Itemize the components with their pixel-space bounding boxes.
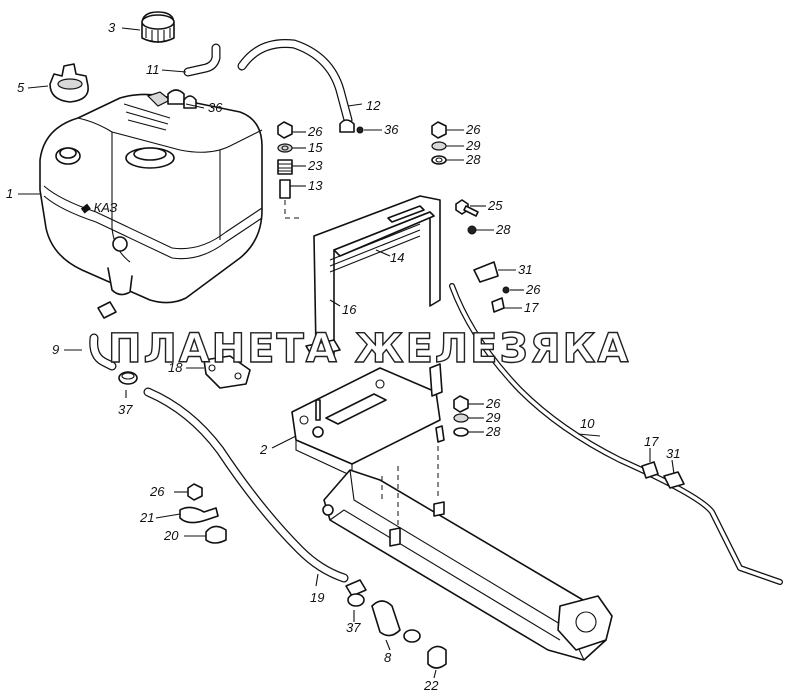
callout-16: 16 bbox=[342, 302, 357, 317]
bolt-25 bbox=[455, 199, 479, 235]
callout-26-plate: 26 bbox=[485, 396, 501, 411]
callout-1: 1 bbox=[6, 186, 13, 201]
fastener-stack-lower bbox=[453, 395, 469, 437]
callout-23: 23 bbox=[307, 158, 323, 173]
clamp-37-upper bbox=[118, 371, 138, 385]
callout-29-right: 29 bbox=[465, 138, 480, 153]
clamp-set-lower-left bbox=[179, 483, 227, 544]
callout-labels: 3 11 5 36 12 26 15 23 13 36 26 29 28 1 2… bbox=[6, 20, 680, 693]
callout-9: 9 bbox=[52, 342, 59, 357]
callout-26-lower: 26 bbox=[149, 484, 165, 499]
callout-28-bolt: 28 bbox=[495, 222, 511, 237]
mounting-plate bbox=[291, 363, 445, 477]
callout-26-clip: 26 bbox=[525, 282, 541, 297]
callout-10: 10 bbox=[580, 416, 595, 431]
callout-14: 14 bbox=[390, 250, 404, 265]
steel-tube-10 bbox=[449, 283, 783, 585]
callout-17-lower: 17 bbox=[644, 434, 659, 449]
callout-28-right: 28 bbox=[465, 152, 481, 167]
callout-25: 25 bbox=[487, 198, 503, 213]
hose-fittings-lower bbox=[345, 579, 447, 669]
filler-cap bbox=[141, 11, 175, 43]
callout-12: 12 bbox=[366, 98, 381, 113]
bracket-18 bbox=[203, 355, 251, 389]
callout-36-right: 36 bbox=[384, 122, 399, 137]
callout-21: 21 bbox=[139, 510, 154, 525]
fastener-stack-left bbox=[277, 121, 300, 219]
callout-19: 19 bbox=[310, 590, 324, 605]
watermark: ПЛАНЕТА ЖЕЛЕЗЯКА bbox=[108, 326, 630, 372]
fastener-stack-right bbox=[431, 121, 447, 165]
callout-18: 18 bbox=[168, 360, 183, 375]
clip-31-lower bbox=[641, 461, 685, 489]
callout-26-right: 26 bbox=[465, 122, 481, 137]
leader-lines bbox=[18, 27, 675, 679]
outlet-hose-9 bbox=[89, 301, 117, 371]
callout-37-upper: 37 bbox=[118, 402, 133, 417]
lower-housing bbox=[322, 446, 613, 661]
callout-26-upper: 26 bbox=[307, 124, 323, 139]
callout-2: 2 bbox=[259, 442, 268, 457]
coolant-hose-19 bbox=[143, 387, 349, 583]
callout-5: 5 bbox=[17, 80, 25, 95]
clip-31-upper bbox=[473, 261, 510, 313]
callout-28-plate: 28 bbox=[485, 424, 501, 439]
tank-embossed-mark: ◆ КАЗ bbox=[80, 200, 117, 215]
callout-8: 8 bbox=[384, 650, 392, 665]
level-sensor-cap bbox=[49, 63, 89, 103]
elbow-hose bbox=[183, 43, 221, 77]
callout-29-plate: 29 bbox=[485, 410, 500, 425]
tank-bracket bbox=[305, 195, 441, 357]
callout-31-upper: 31 bbox=[518, 262, 532, 277]
overflow-hose bbox=[237, 38, 353, 125]
callout-11: 11 bbox=[146, 62, 160, 77]
callout-31-lower: 31 bbox=[666, 446, 680, 461]
callout-13: 13 bbox=[308, 178, 323, 193]
callout-20: 20 bbox=[163, 528, 179, 543]
callout-3: 3 bbox=[108, 20, 116, 35]
expansion-tank: ◆ КАЗ bbox=[39, 91, 263, 304]
callout-22: 22 bbox=[423, 678, 439, 693]
callout-36-upper: 36 bbox=[208, 100, 223, 115]
callout-17-upper: 17 bbox=[524, 300, 539, 315]
callout-15: 15 bbox=[308, 140, 323, 155]
callout-37-lower: 37 bbox=[346, 620, 361, 635]
